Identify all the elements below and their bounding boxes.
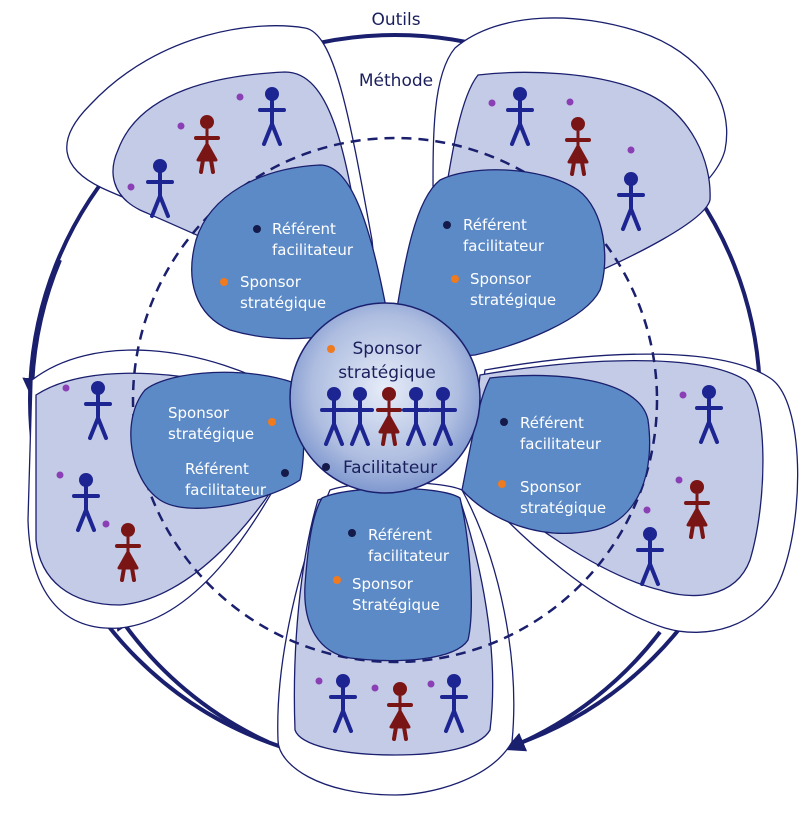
- l-people: [56, 379, 141, 582]
- b-people: [315, 672, 468, 741]
- arrow-bottom-right: [504, 630, 662, 752]
- ur-referent-line1: Référent: [463, 216, 527, 234]
- methode-circle: [131, 136, 659, 664]
- ul-people: [127, 85, 286, 218]
- r-sponsor-dot: [498, 480, 506, 488]
- r-sponsor-line2: stratégique: [520, 499, 606, 517]
- ur-referent-line2: facilitateur: [463, 237, 545, 255]
- ur-sponsor-line2: stratégique: [470, 291, 556, 309]
- b-sponsor-line1: Sponsor: [352, 575, 414, 593]
- methode-label: Méthode: [359, 71, 433, 91]
- b-referent-line2: facilitateur: [368, 547, 450, 565]
- l-sponsor-line1: Sponsor: [168, 404, 230, 422]
- b-referent-line1: Référent: [368, 526, 432, 544]
- l-sponsor-dot: [268, 418, 276, 426]
- ur-sponsor-dot: [451, 275, 459, 283]
- ul-sponsor-line1: Sponsor: [240, 273, 302, 291]
- ul-sponsor-line2: stratégique: [240, 294, 326, 312]
- center-sponsor-dot: [327, 345, 335, 353]
- r-people: [636, 383, 723, 586]
- l-referent-dot: [281, 469, 289, 477]
- center-sponsor-line1: Sponsor: [352, 339, 421, 359]
- inner-petals: [130, 164, 651, 662]
- center-facilitateur-label: Facilitateur: [343, 458, 437, 478]
- ul-referent-dot: [253, 225, 261, 233]
- ul-referent-line1: Référent: [272, 220, 336, 238]
- outils-label: Outils: [371, 10, 420, 30]
- b-referent-dot: [348, 529, 356, 537]
- arrow-bottom-left: [114, 609, 269, 744]
- ur-sponsor-line1: Sponsor: [470, 270, 532, 288]
- l-referent-line2: facilitateur: [185, 481, 267, 499]
- ul-sponsor-dot: [220, 278, 228, 286]
- r-referent-dot: [500, 418, 508, 426]
- b-sponsor-line2: Stratégique: [352, 596, 440, 614]
- r-sponsor-line1: Sponsor: [520, 478, 582, 496]
- center-sponsor-line2: stratégique: [338, 363, 436, 383]
- arrow-left: [22, 259, 62, 398]
- r-referent-line2: facilitateur: [520, 435, 602, 453]
- ul-referent-line2: facilitateur: [272, 241, 354, 259]
- center-facilitateur-dot: [322, 463, 330, 471]
- b-sponsor-dot: [333, 576, 341, 584]
- r-referent-line1: Référent: [520, 414, 584, 432]
- l-sponsor-line2: stratégique: [168, 425, 254, 443]
- ur-referent-dot: [443, 221, 451, 229]
- ur-people: [488, 85, 645, 231]
- l-referent-line1: Référent: [185, 460, 249, 478]
